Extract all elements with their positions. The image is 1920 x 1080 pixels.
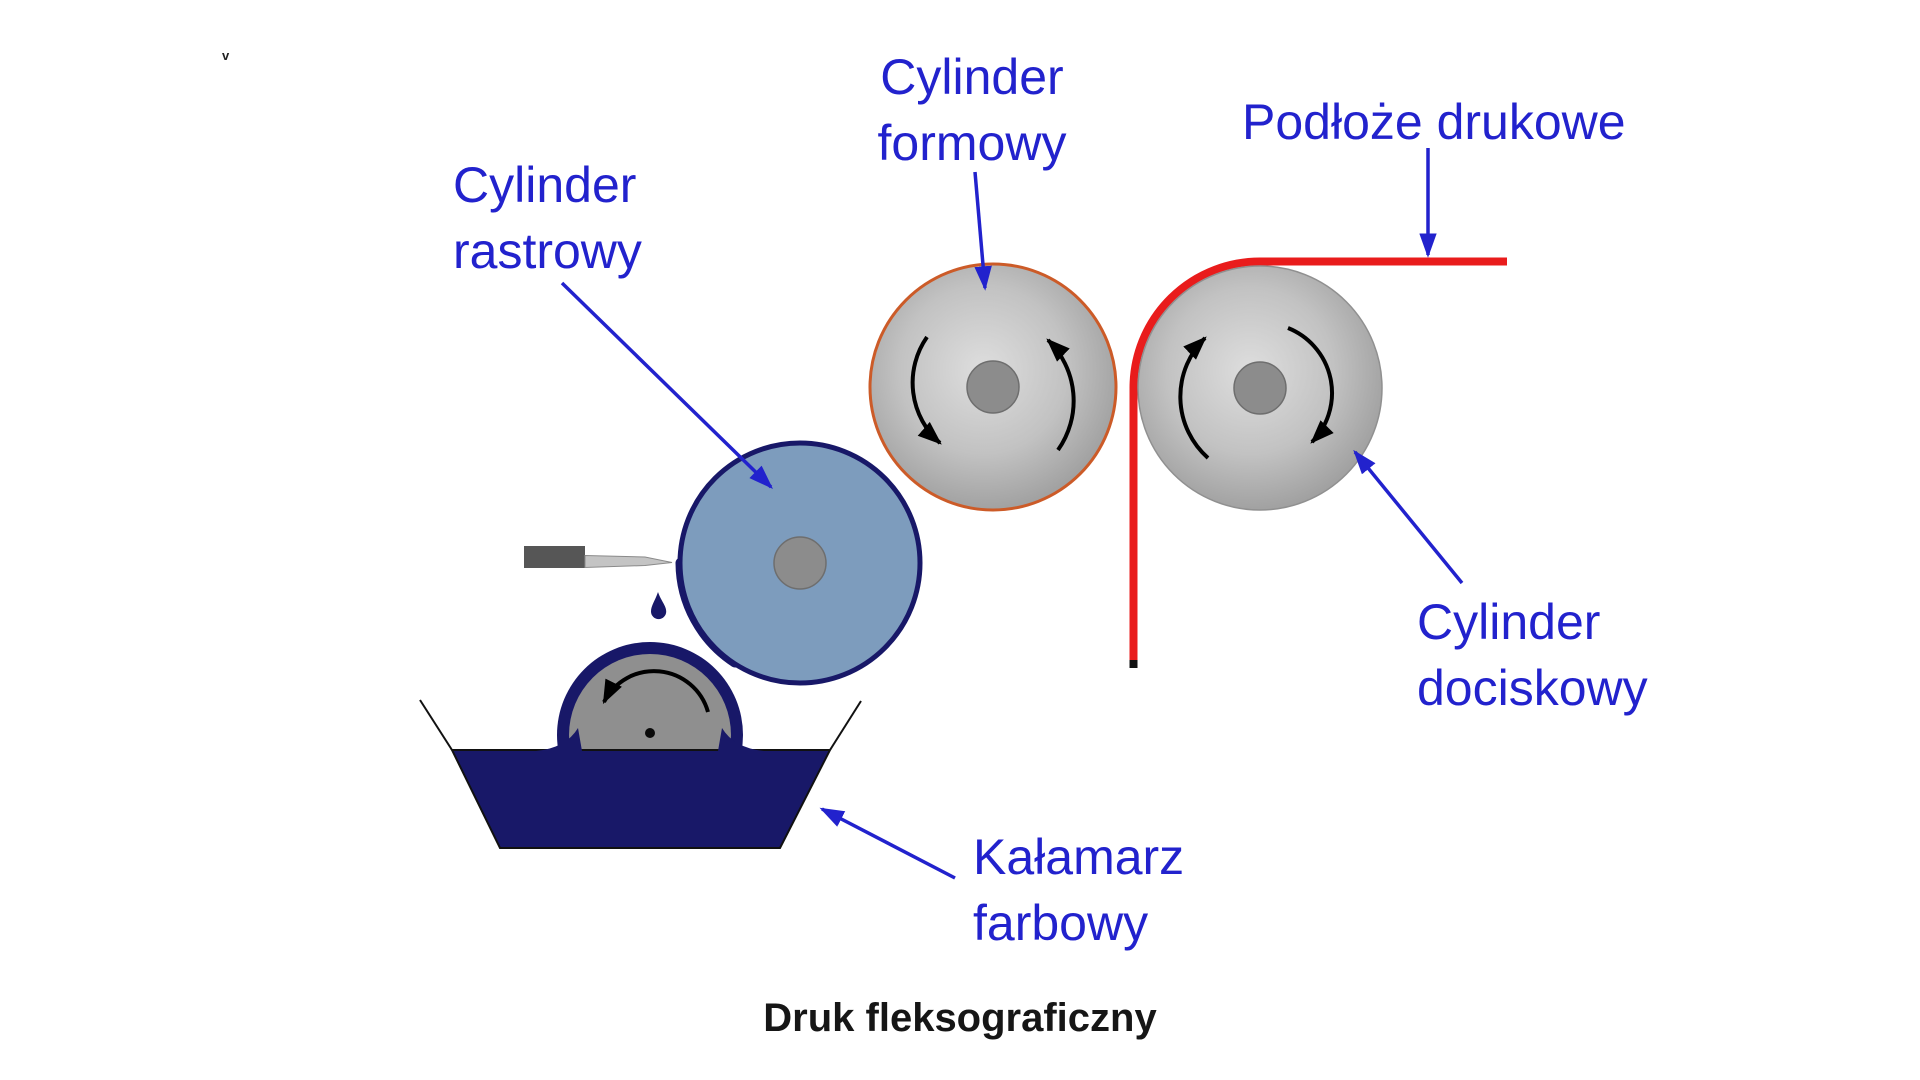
label-ink-fountain: Kałamarz farbowy xyxy=(973,824,1184,956)
label-impression-cylinder: Cylinder dociskowy xyxy=(1417,589,1648,721)
label-anilox-line2: rastrowy xyxy=(453,223,642,279)
fountain-rim-right xyxy=(829,700,862,751)
forme-rotation-arrow-left xyxy=(910,335,942,445)
forme-cylinder xyxy=(868,262,1118,512)
label-impression-line1: Cylinder xyxy=(1417,594,1601,650)
forme-rotation-arrow-right xyxy=(1046,338,1076,452)
impression-rotation-arrow-left xyxy=(1178,336,1210,460)
label-fountain-line2: farbowy xyxy=(973,895,1149,951)
impression-rotation-arrow-right xyxy=(1287,326,1335,444)
ink-drop xyxy=(651,592,667,620)
substrate-web-path xyxy=(1129,257,1507,660)
label-substrate-line1: Podłoże drukowe xyxy=(1242,94,1626,150)
label-anilox-line1: Cylinder xyxy=(453,157,637,213)
fountain-roller-rotation-arrow xyxy=(602,669,710,713)
anilox-cylinder-axle xyxy=(773,536,827,590)
diagram-title: Druk fleksograficzny xyxy=(763,996,1157,1040)
label-impression-line2: dociskowy xyxy=(1417,660,1648,716)
label-forme-line2: formowy xyxy=(877,115,1067,171)
fountain-roller-center-dot xyxy=(645,728,655,738)
label-arrow-anilox xyxy=(560,281,774,489)
label-fountain-line1: Kałamarz xyxy=(973,829,1185,885)
label-substrate: Podłoże drukowe xyxy=(1242,89,1626,155)
anilox-assembly xyxy=(524,440,923,686)
doctor-blade-handle xyxy=(524,546,585,568)
impression-cylinder-axle xyxy=(1233,361,1287,415)
ink-surface-fillet-left xyxy=(536,728,582,751)
label-arrow-forme xyxy=(973,171,992,291)
label-arrow-fountain xyxy=(819,807,956,880)
label-anilox-cylinder: Cylinder rastrowy xyxy=(453,152,642,284)
stray-mark: v xyxy=(222,48,230,63)
ink-surface-fillet-right xyxy=(718,728,764,751)
forme-cylinder-axle xyxy=(966,360,1020,414)
label-arrow-impression xyxy=(1353,449,1464,585)
label-forme-line1: Cylinder xyxy=(880,49,1064,105)
label-forme-cylinder: Cylinder formowy xyxy=(878,44,1067,176)
doctor-blade xyxy=(584,554,673,569)
fountain-rim-left xyxy=(419,699,453,751)
ink-fountain-assembly xyxy=(419,642,862,849)
impression-cylinder xyxy=(1137,265,1383,511)
ink-fountain-tray xyxy=(450,749,832,849)
